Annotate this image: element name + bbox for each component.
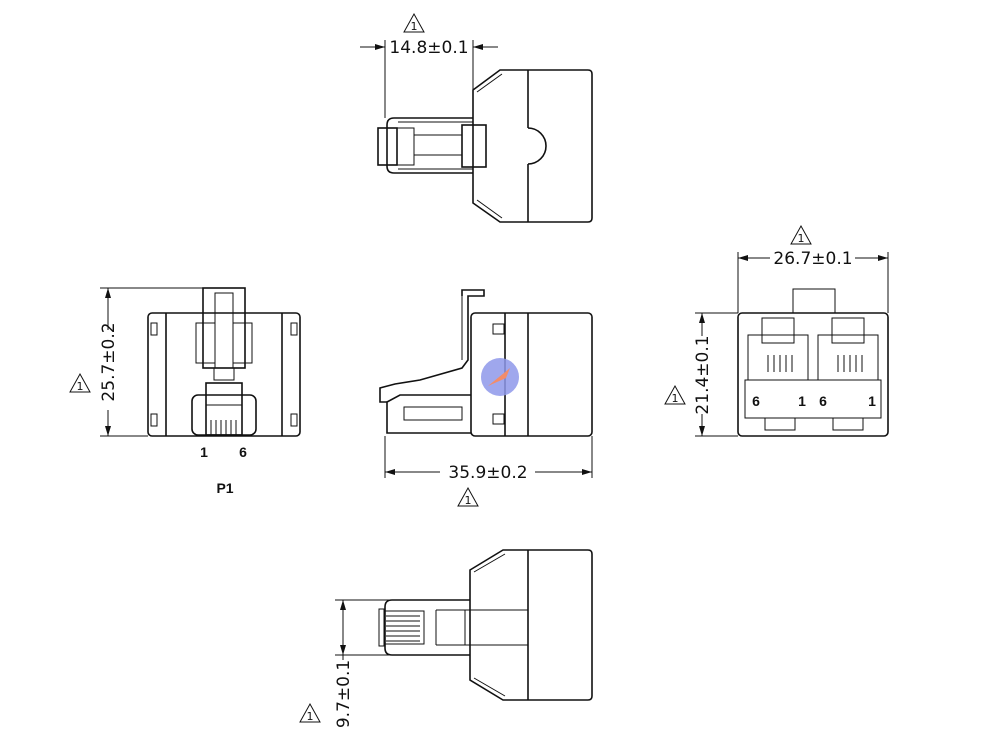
dimension-side-length: 35.9±0.2	[448, 463, 527, 483]
jack-pin-label: 6	[752, 393, 760, 409]
jack-port-left	[747, 317, 809, 381]
revision-triangle-icon: 1	[403, 12, 425, 33]
revision-triangle-icon: 1	[69, 372, 91, 393]
dimension-plug-width: 9.7±0.1	[334, 660, 354, 728]
pin-label-1: 1	[200, 444, 208, 460]
revision-triangle-icon: 1	[299, 702, 321, 723]
jack-pin-label: 1	[798, 393, 806, 409]
dimension-front-height: 25.7±0.2	[99, 322, 119, 401]
pin-label-6: 6	[239, 444, 247, 460]
jack-rear-view: 6 1 6 1 26.7±0.1 1 21.4±0.1 1	[664, 224, 889, 437]
svg-text:1: 1	[465, 494, 472, 507]
top-view: 14.8±0.1 1	[360, 12, 593, 223]
view-label-p1: P1	[216, 480, 233, 496]
svg-text:1: 1	[798, 232, 805, 245]
dimension-top-width: 14.8±0.1	[389, 38, 468, 58]
dimension-rear-width: 26.7±0.1	[773, 249, 852, 269]
plug-front-view: 25.7±0.2 1 1 6 P1	[69, 287, 301, 496]
jack-pin-label: 1	[868, 393, 876, 409]
revision-triangle-icon: 1	[664, 384, 686, 405]
side-view: 35.9±0.2 1	[379, 289, 593, 507]
svg-text:1: 1	[77, 380, 84, 393]
revision-triangle-icon: 1	[457, 486, 479, 507]
bottom-view: 9.7±0.1 1	[299, 549, 593, 728]
revision-triangle-icon: 1	[790, 224, 812, 245]
jack-pin-label: 6	[819, 393, 827, 409]
svg-text:1: 1	[411, 20, 418, 33]
svg-text:1: 1	[672, 392, 679, 405]
svg-text:1: 1	[307, 710, 314, 723]
dimension-rear-height: 21.4±0.1	[693, 335, 713, 414]
jack-port-right	[817, 317, 879, 381]
